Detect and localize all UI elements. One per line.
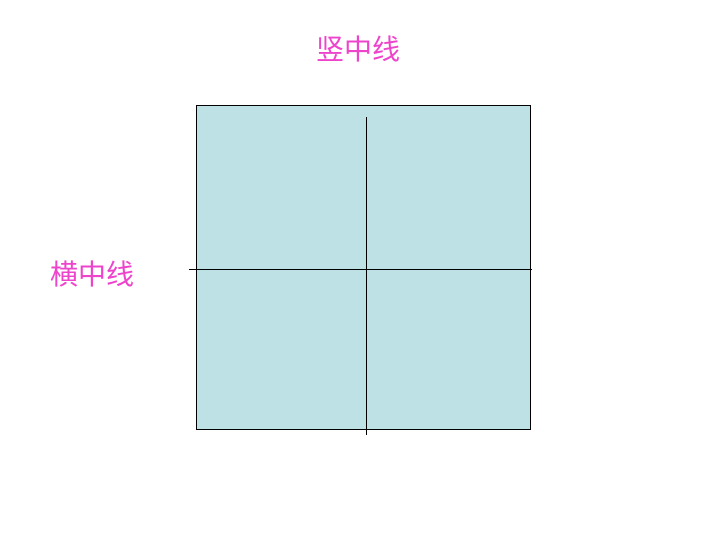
vertical-midline-label: 竖中线 bbox=[316, 33, 401, 66]
horizontal-midline bbox=[189, 269, 532, 270]
vertical-midline bbox=[366, 117, 367, 435]
square-shape bbox=[196, 105, 531, 430]
horizontal-midline-label: 横中线 bbox=[50, 258, 135, 291]
